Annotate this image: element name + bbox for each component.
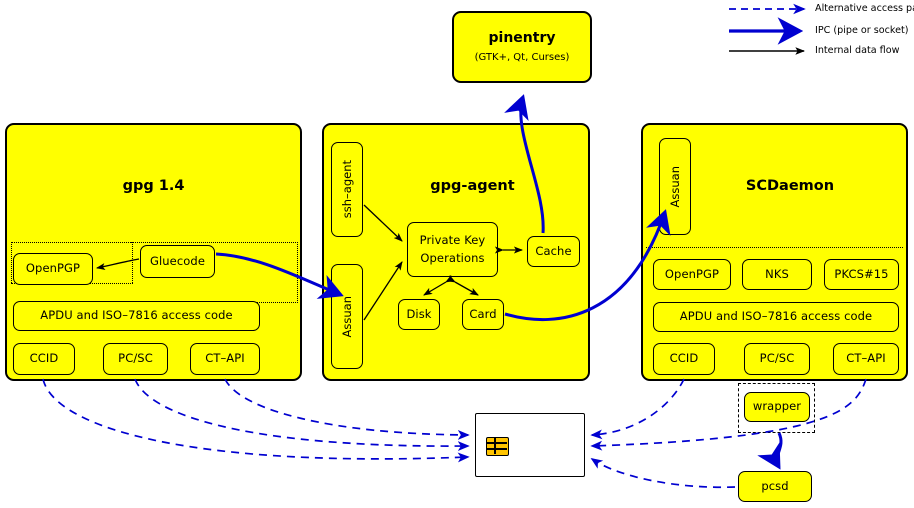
legend-label-internal-data-flow: Internal data flow: [815, 45, 900, 56]
alt-path-scdaemon-ccid-to-card: [590, 378, 685, 440]
gpg-openpgp-box[interactable]: OpenPGP: [13, 253, 93, 285]
alt-path-pcsd-to-card: [590, 458, 736, 489]
gpg-driver-pcsc[interactable]: PC/SC: [103, 343, 168, 375]
ssh-agent-label: ssh–agent: [340, 160, 354, 219]
scdaemon-assuan-label: Assuan: [668, 165, 682, 208]
legend-label-ipc: IPC (pipe or socket): [815, 25, 909, 36]
gpg-agent-cache-box[interactable]: Cache: [527, 236, 580, 267]
gpg-agent-assuan-box[interactable]: Assuan: [331, 264, 363, 369]
pinentry-subtitle: (GTK+, Qt, Curses): [474, 52, 570, 64]
pcsd-box[interactable]: pcsd: [738, 471, 812, 502]
smartcard-chip-line-v: [494, 437, 496, 454]
scdaemon-app-pkcs15[interactable]: PKCS#15: [824, 259, 899, 290]
legend-label-alternative-access-paths: Alternative access paths: [815, 3, 914, 14]
gpg-agent-card-box[interactable]: Card: [462, 299, 504, 330]
scdaemon-apdu-box[interactable]: APDU and ISO–7816 access code: [653, 302, 899, 332]
alt-path-gpg-ctapi-to-card: [224, 378, 470, 440]
pinentry-box[interactable]: pinentry (GTK+, Qt, Curses): [452, 11, 592, 83]
smartcard-chip-line-h2: [486, 448, 507, 450]
gpg-apdu-box[interactable]: APDU and ISO–7816 access code: [13, 301, 260, 331]
scdaemon-assuan-box[interactable]: Assuan: [659, 138, 691, 235]
gpg-agent-disk-box[interactable]: Disk: [398, 299, 440, 330]
gpg-driver-ccid[interactable]: CCID: [13, 343, 75, 375]
scdaemon-driver-pcsc[interactable]: PC/SC: [744, 343, 810, 375]
alt-path-scdaemon-ctapi-to-card: [590, 378, 867, 451]
gpg-dotted-region-top: [131, 242, 298, 243]
gpg-title: gpg 1.4: [122, 178, 185, 194]
private-key-ops-line1: Private Key: [419, 232, 486, 247]
scdaemon-app-openpgp[interactable]: OpenPGP: [653, 259, 731, 290]
smartcard-chip-line-h1: [486, 442, 507, 444]
scdaemon-app-nks[interactable]: NKS: [742, 259, 812, 290]
private-key-operations-box[interactable]: Private Key Operations: [407, 222, 498, 277]
alt-path-gpg-ccid-to-card: [42, 378, 470, 463]
scdaemon-driver-ctapi[interactable]: CT–API: [833, 343, 899, 375]
smartcard[interactable]: [475, 413, 585, 477]
gpg-gluecode-box[interactable]: Gluecode: [140, 245, 215, 278]
wrapper-box[interactable]: wrapper: [744, 392, 810, 422]
scdaemon-title: SCDaemon: [745, 178, 835, 194]
pinentry-title: pinentry: [488, 30, 556, 47]
gpg-driver-ctapi[interactable]: CT–API: [190, 343, 260, 375]
gpg-agent-title: gpg-agent: [430, 178, 515, 194]
gpg-agent-ssh-agent-box[interactable]: ssh–agent: [331, 142, 363, 237]
smartcard-chip-icon: [486, 437, 509, 456]
scdaemon-driver-ccid[interactable]: CCID: [653, 343, 715, 375]
gpg-agent-assuan-label: Assuan: [340, 295, 354, 338]
private-key-ops-line2: Operations: [420, 250, 485, 265]
scdaemon-divider: [646, 247, 903, 248]
alt-path-gpg-pcsc-to-card: [134, 378, 470, 452]
ipc-wrapper-to-pcsd: [757, 432, 783, 470]
